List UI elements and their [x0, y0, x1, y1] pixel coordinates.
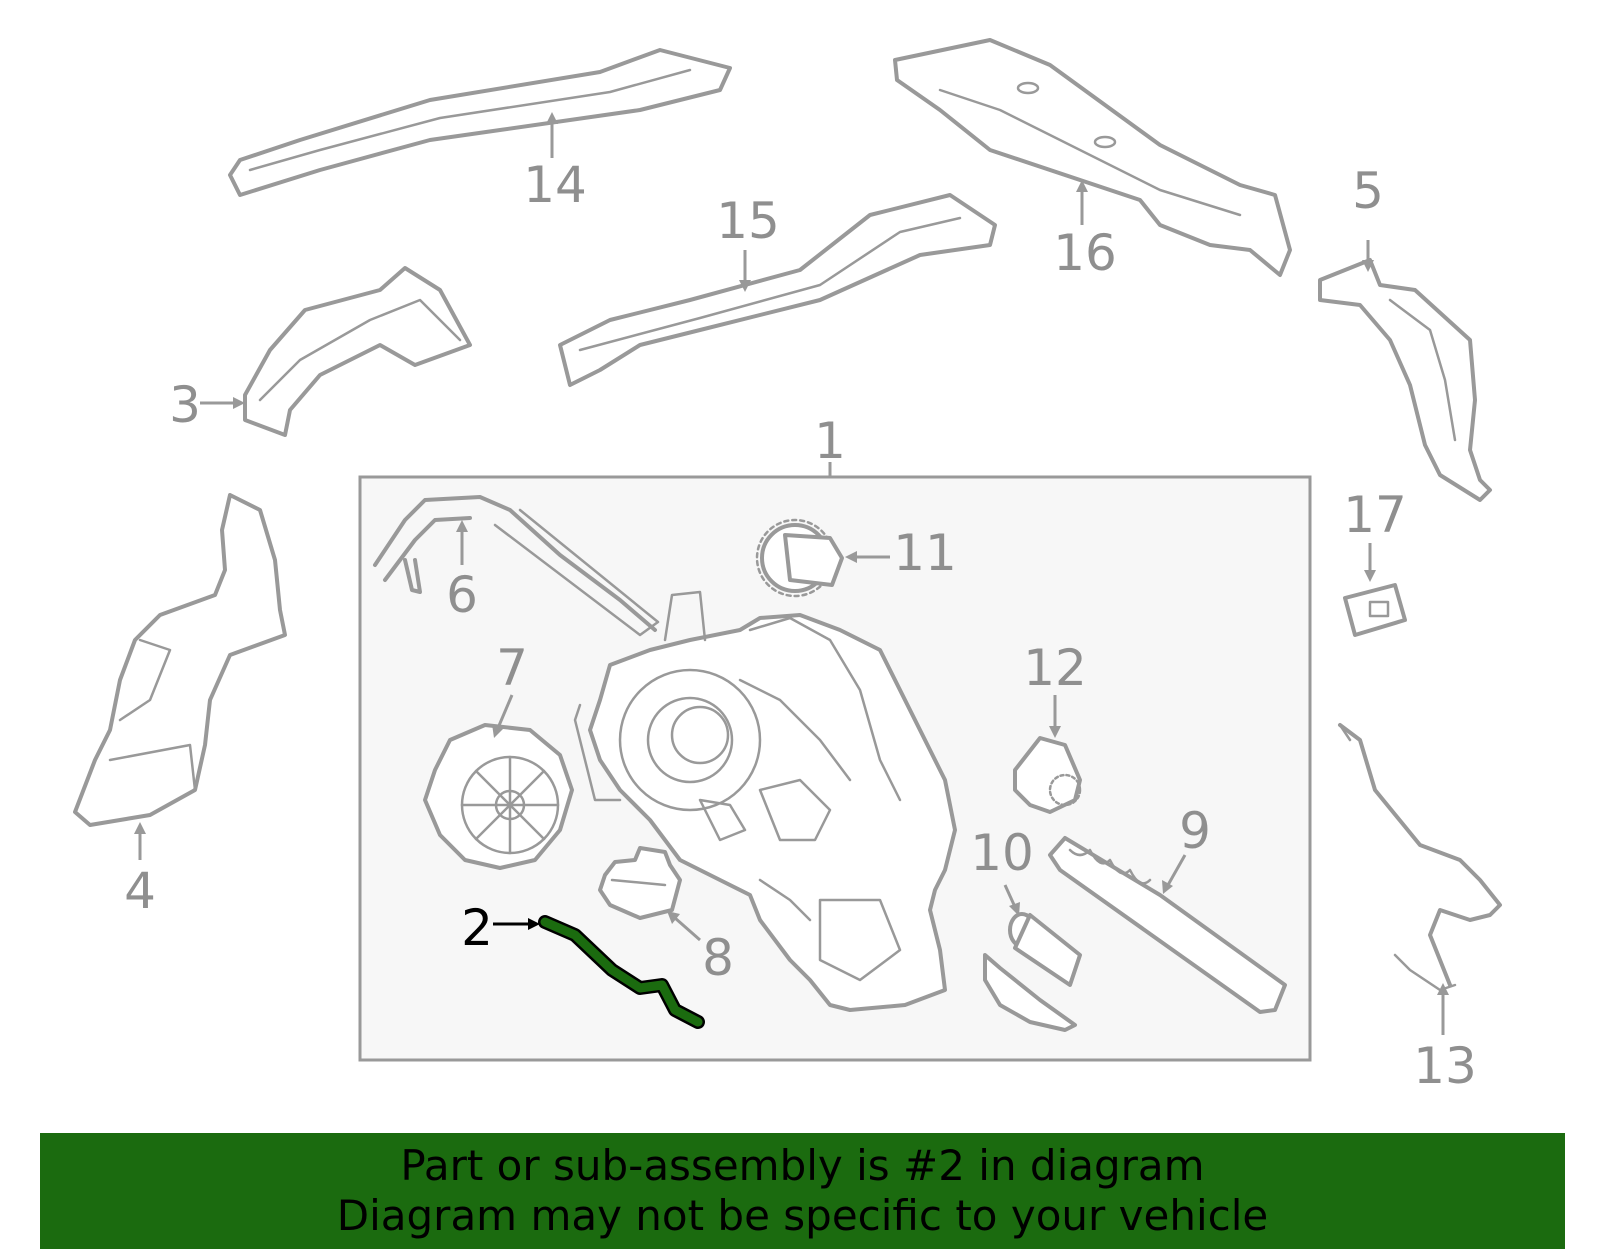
- callout-14[interactable]: 14: [523, 156, 587, 214]
- callout-8[interactable]: 8: [702, 929, 734, 987]
- part-9-heater-core[interactable]: [1048, 836, 1287, 1014]
- part-16-duct[interactable]: [893, 38, 1292, 277]
- part-7-blower-motor[interactable]: [423, 723, 574, 870]
- part-15-duct[interactable]: [558, 193, 997, 387]
- callout-9[interactable]: 9: [1179, 802, 1211, 860]
- part-2-hose[interactable]: [538, 915, 705, 1029]
- callout-15[interactable]: 15: [716, 192, 780, 250]
- callout-7[interactable]: 7: [496, 639, 528, 697]
- part-17-sensor[interactable]: [1343, 583, 1407, 637]
- callout-1[interactable]: 1: [814, 412, 846, 470]
- callout-16[interactable]: 16: [1053, 224, 1117, 282]
- callout-2[interactable]: 2: [461, 899, 493, 957]
- callout-10[interactable]: 10: [970, 824, 1034, 882]
- callout-5[interactable]: 5: [1352, 162, 1384, 220]
- part-6-pipes[interactable]: [373, 495, 660, 637]
- info-banner: Part or sub-assembly is #2 in diagram Di…: [40, 1133, 1565, 1249]
- callout-4[interactable]: 4: [124, 862, 156, 920]
- callout-17[interactable]: 17: [1343, 486, 1407, 544]
- part-10-sensor[interactable]: [1008, 912, 1082, 987]
- part-5-duct[interactable]: [1318, 258, 1492, 502]
- callout-11[interactable]: 11: [893, 524, 957, 582]
- banner-line-1: Part or sub-assembly is #2 in diagram: [400, 1141, 1205, 1190]
- part-8-resistor[interactable]: [598, 846, 682, 920]
- part-12-actuator[interactable]: [1013, 736, 1082, 814]
- callout-labels: 1 2 3 4 5 6 7 8 9 10 11 12 13 14 15 16 1…: [124, 156, 1477, 1095]
- part-filter-cover[interactable]: [983, 953, 1077, 1032]
- callout-12[interactable]: 12: [1023, 639, 1087, 697]
- callout-3[interactable]: 3: [169, 376, 201, 434]
- part-14-duct[interactable]: [228, 48, 732, 197]
- part-1-hvac-unit[interactable]: [573, 590, 957, 1012]
- leader-lines: [134, 112, 1449, 1035]
- part-11-actuator[interactable]: [755, 518, 844, 598]
- callout-13[interactable]: 13: [1413, 1037, 1477, 1095]
- callout-6[interactable]: 6: [446, 566, 478, 624]
- part-4-duct[interactable]: [73, 493, 287, 827]
- banner-line-2: Diagram may not be specific to your vehi…: [336, 1191, 1269, 1240]
- part-13-wire-harness[interactable]: [1338, 723, 1502, 992]
- part-3-duct[interactable]: [243, 266, 472, 437]
